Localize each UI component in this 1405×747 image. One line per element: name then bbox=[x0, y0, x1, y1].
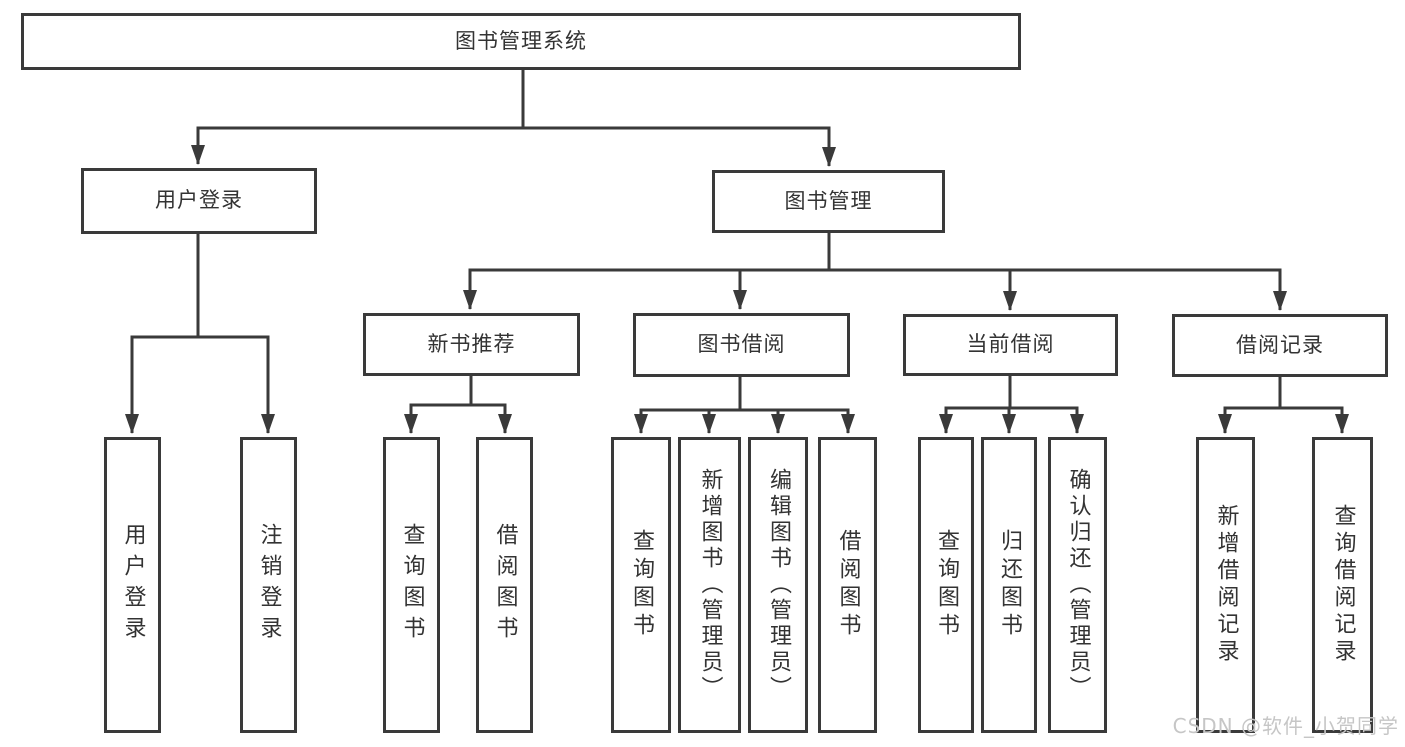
node-confirm-return-admin: 确认归还（管理员） bbox=[1048, 437, 1107, 733]
node-query-books-recommend: 查询图书 bbox=[383, 437, 440, 733]
csdn-watermark: CSDN @软件_小贺同学 bbox=[1172, 714, 1399, 738]
node-book-management: 图书管理 bbox=[712, 170, 945, 233]
node-login-leaf: 用户登录 bbox=[104, 437, 161, 733]
node-new-book-recommend: 新书推荐 bbox=[363, 313, 580, 376]
node-return-books: 归还图书 bbox=[981, 437, 1037, 733]
node-library-management-system: 图书管理系统 bbox=[21, 13, 1021, 70]
node-book-borrowing: 图书借阅 bbox=[633, 313, 850, 377]
node-add-books-admin: 新增图书（管理员） bbox=[678, 437, 741, 733]
node-logout-leaf: 注销登录 bbox=[240, 437, 297, 733]
node-query-books-borrowing: 查询图书 bbox=[611, 437, 671, 733]
node-add-borrow-record: 新增借阅记录 bbox=[1196, 437, 1255, 733]
node-borrow-books-recommend: 借阅图书 bbox=[476, 437, 533, 733]
node-borrow-books-borrowing: 借阅图书 bbox=[818, 437, 877, 733]
node-edit-books-admin: 编辑图书（管理员） bbox=[748, 437, 808, 733]
node-user-login: 用户登录 bbox=[81, 168, 317, 234]
node-current-borrowing: 当前借阅 bbox=[903, 314, 1118, 376]
node-query-books-current: 查询图书 bbox=[918, 437, 974, 733]
node-borrowing-records: 借阅记录 bbox=[1172, 314, 1388, 377]
node-query-borrow-record: 查询借阅记录 bbox=[1312, 437, 1373, 733]
